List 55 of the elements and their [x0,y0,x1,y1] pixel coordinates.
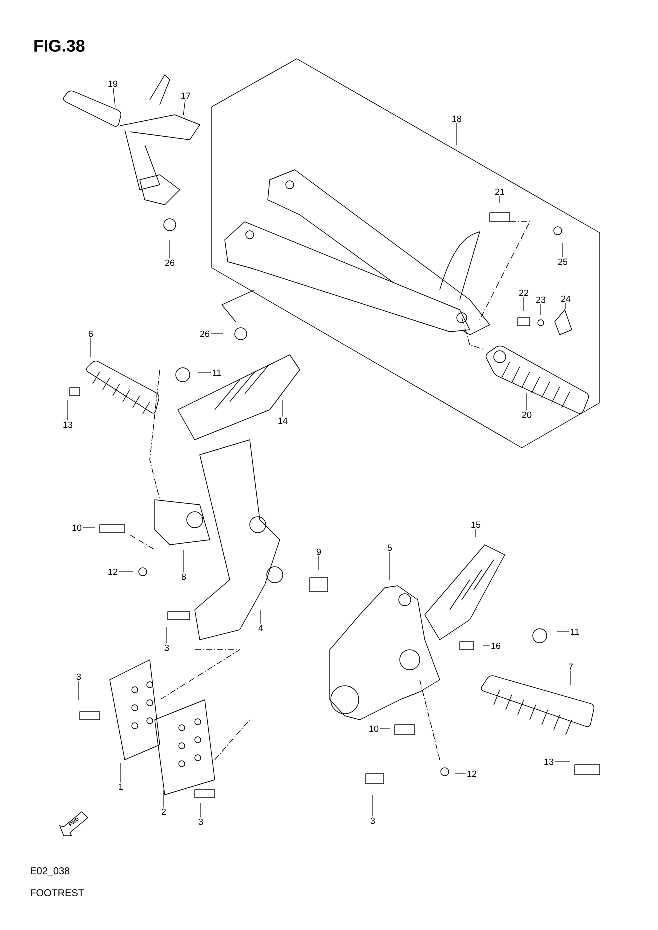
leader-line [90,338,92,358]
callout-number: 3 [198,818,204,826]
leader-line [456,123,458,146]
callout-number: 13 [64,422,73,428]
leader-line [200,802,202,818]
leader-line [540,304,542,316]
callout-number: 3 [76,674,82,680]
callout-number: 13 [544,758,554,766]
figure-title: FIG.38 [34,40,85,52]
callout-number: 12 [468,770,477,778]
leader-line [562,242,564,258]
caption-text: E02_038 [31,868,70,876]
callout-number: 2 [162,808,166,816]
callout-number: 6 [88,330,94,338]
callout-number: 10 [72,524,82,532]
callout-number: 10 [370,726,379,732]
leader-line [282,400,284,418]
callout-number: 1 [119,784,124,790]
leader-line [380,728,390,730]
callout-number: 14 [278,418,288,424]
callout-number: 12 [108,568,118,576]
callout-number: 9 [316,548,322,556]
callout-number: 19 [108,80,118,88]
leader-line [570,671,572,686]
callout-number: 5 [388,544,392,552]
caption-text: FOOTREST [31,889,84,897]
leader-line [318,556,320,570]
leader-line [78,681,80,700]
leader-line [120,762,122,784]
leader-line [260,610,262,624]
callout-number: 23 [536,296,546,304]
callout-number: 22 [519,290,529,296]
callout-number: 3 [164,644,170,652]
leader-line [166,626,168,644]
callout-number: 7 [568,664,574,670]
callout-number: 11 [213,370,222,376]
callout-number: 24 [561,296,571,302]
callout-number: 17 [182,92,191,100]
leader-line [183,100,186,116]
leader-line [526,392,528,411]
callout-number: 8 [182,574,186,580]
callout-number: 4 [258,624,264,632]
callout-number: 21 [495,188,505,196]
callout-number: 20 [522,412,532,418]
leader-line [372,794,374,817]
callout-number: 25 [558,258,568,266]
callout-number: 16 [492,642,501,650]
callout-number: 18 [452,116,462,122]
callout-number: 26 [165,260,175,266]
callout-number: 3 [370,818,376,824]
leader-line [198,372,212,374]
callout-number: 26 [200,330,210,338]
leader-line [113,88,116,108]
callout-number: 15 [472,522,481,528]
callout-number: 11 [571,628,580,636]
